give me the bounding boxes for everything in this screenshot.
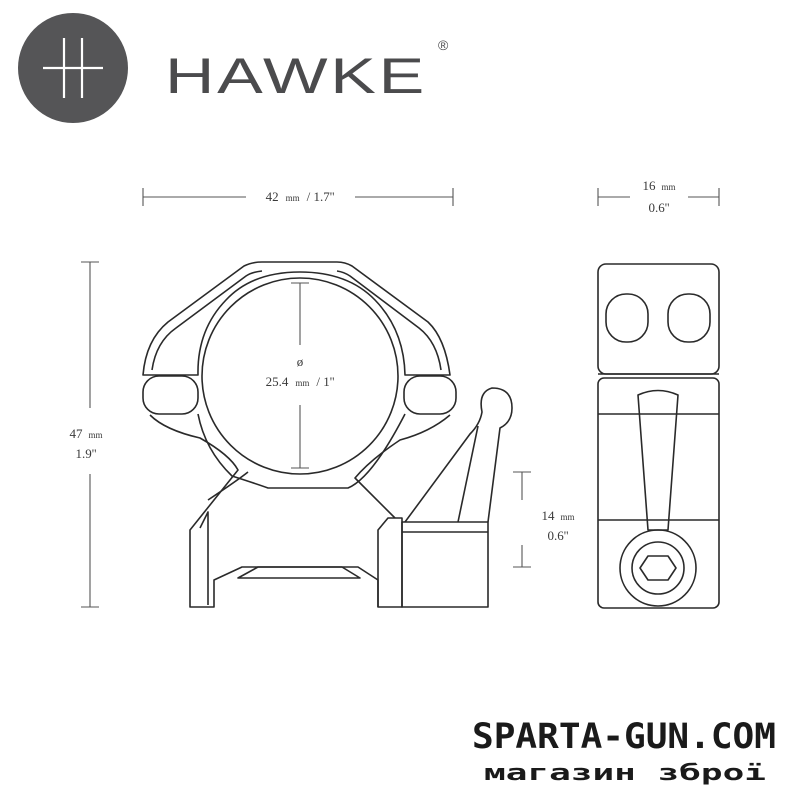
registered-mark: ® <box>438 37 450 53</box>
logo-h-mark <box>43 38 103 98</box>
side-lever <box>637 389 679 531</box>
ring-width-label: 16 mm <box>642 177 675 194</box>
clamp-plate <box>401 521 489 608</box>
top-cap <box>142 261 451 376</box>
top-cap-inner <box>151 270 263 371</box>
watermark-site: SPARTA-GUN.COM <box>472 717 776 757</box>
dimension-lines <box>81 188 720 608</box>
watermark-tagline: магазин зброї <box>484 761 766 786</box>
base-imperial: 0.6'' <box>548 528 569 543</box>
clamp-block <box>377 517 403 608</box>
side-view <box>597 263 720 609</box>
front-view <box>142 261 513 608</box>
cap-split-right <box>403 375 457 415</box>
lower-body-left <box>149 414 379 608</box>
tube-symbol: ø <box>297 354 304 369</box>
tube-label: 25.4 mm / 1'' <box>266 373 335 390</box>
lever <box>404 387 513 523</box>
width-label: 42 mm / 1.7'' <box>266 188 335 205</box>
top-cap-inner-right <box>336 270 442 371</box>
scope-tube-circle <box>201 277 399 475</box>
lever-inner <box>457 425 479 523</box>
lower-body-inner <box>199 471 249 605</box>
lower-body <box>197 413 406 489</box>
base-label: 14 mm <box>541 507 574 524</box>
height-label: 47 mm <box>69 425 102 442</box>
rail-groove <box>237 566 361 579</box>
hex-bolt-outer <box>619 529 697 607</box>
brand-name: HAWKE <box>165 48 427 104</box>
height-imperial: 1.9'' <box>76 446 97 461</box>
side-top-block <box>597 263 720 375</box>
hawke-logo: HAWKE ® <box>18 13 450 123</box>
hex-bolt-head <box>639 555 677 581</box>
side-lower-block <box>597 377 720 609</box>
ring-width-imperial: 0.6'' <box>649 200 670 215</box>
cap-split <box>142 375 199 415</box>
lower-body-right <box>354 414 451 519</box>
